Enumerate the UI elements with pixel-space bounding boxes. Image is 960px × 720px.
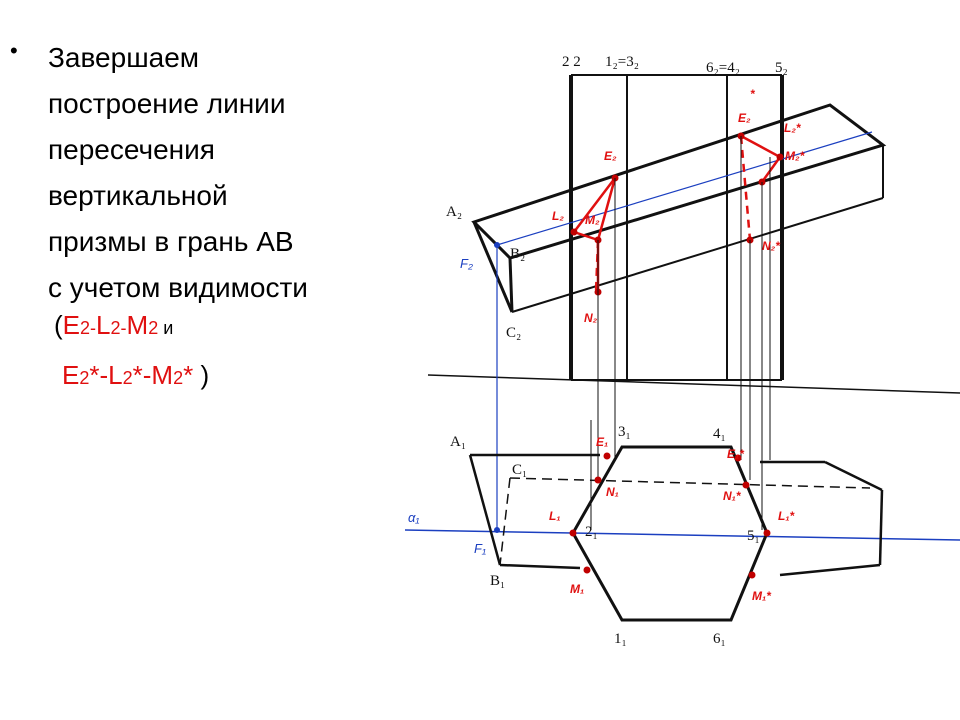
label-2-1: 2₁	[585, 524, 598, 540]
label-m1: M₁	[570, 582, 584, 596]
projection-lines	[590, 136, 771, 530]
label-alpha1: α₁	[408, 510, 420, 525]
label-c2: C₂	[506, 325, 521, 341]
label-n1: N₁	[606, 485, 619, 499]
label-6-4: 6₂=4₂	[706, 60, 740, 76]
text-line: пересечения	[48, 134, 215, 165]
label-5-2: 5₂	[775, 60, 788, 76]
label-6-1: 6₁	[713, 631, 726, 647]
alpha-trace-line	[404, 529, 960, 541]
label-5-1: 5₁	[747, 528, 760, 544]
label-4-1: 4₁	[713, 426, 726, 442]
label-1-1: 1₁	[614, 631, 627, 647]
label-m2: M₂	[585, 213, 600, 227]
inclined-prism-front	[471, 100, 887, 380]
label-2-2: 2 2	[562, 54, 581, 70]
label-e1: E₁	[596, 435, 608, 449]
label-m2-star: M₂*	[785, 149, 806, 163]
label-m1-star: M₁*	[752, 589, 772, 603]
label-a1: A₁	[450, 434, 466, 450]
label-star: *	[750, 87, 756, 101]
text-line: вертикальной	[48, 180, 228, 211]
label-b1: B₁	[490, 573, 505, 589]
text-line: построение линии	[48, 88, 286, 119]
label-n1-star: N₁*	[723, 489, 742, 503]
label-1-3: 1₂=3₂	[605, 54, 639, 70]
ground-line	[427, 374, 960, 394]
bullet: •	[10, 38, 18, 63]
intersection-points-top	[569, 452, 771, 579]
label-l1-star: L₁*	[778, 509, 796, 523]
label-f2: F₂	[460, 256, 473, 271]
label-b2: B₂	[510, 246, 525, 262]
label-e2: E₂	[604, 149, 617, 163]
label-c1: C₁	[512, 462, 527, 478]
label-e1-star: E₁*	[727, 447, 745, 461]
text-line: призмы в грань АВ	[48, 226, 294, 257]
label-e2-star: E₂	[738, 111, 751, 125]
label-l2: L₂	[552, 209, 564, 223]
text-line: Завершаем	[48, 42, 200, 73]
label-l1: L₁	[549, 509, 561, 523]
label-l2-star: L₂*	[784, 121, 802, 135]
formula-hidden-line: E2*-L2*-M2* )	[62, 360, 210, 390]
label-3-1: 3₁	[618, 424, 631, 440]
label-n2-star: N₂*	[762, 239, 781, 253]
label-n2: N₂	[584, 311, 598, 325]
text-line: с учетом видимости	[48, 272, 308, 303]
formula-visible-line: (E2-L2-M2 и	[54, 310, 174, 340]
inclined-prism-top	[468, 453, 884, 577]
label-a2: A₂	[446, 204, 462, 220]
label-f1: F₁	[474, 541, 486, 556]
